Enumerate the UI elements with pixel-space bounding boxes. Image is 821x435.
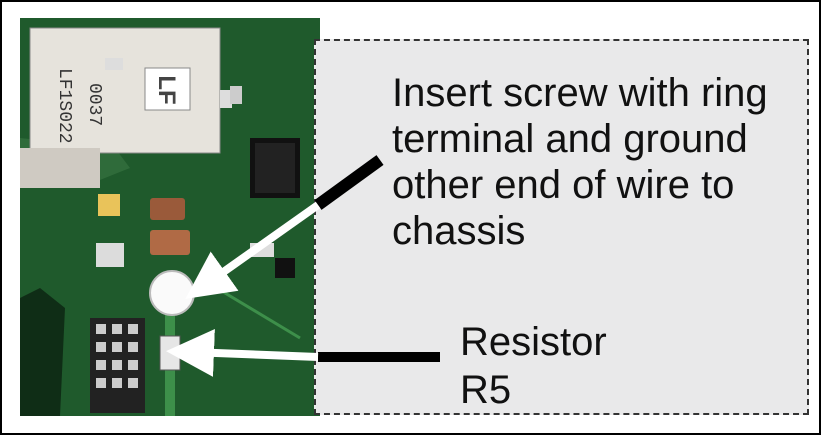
header-j5 (90, 318, 145, 413)
instruction-text: Insert screw with ring terminal and grou… (392, 71, 768, 253)
mounting-hole-icon (149, 270, 195, 316)
capacitor (150, 198, 185, 220)
pcb-illustration: LF1S022 0037 LF (20, 18, 320, 416)
brand-logo-icon (144, 67, 191, 111)
module-marking-2: 0037 (84, 83, 104, 126)
module-marking: LF1S022 (54, 68, 74, 144)
resistor-label: Resistor R5 (460, 320, 607, 412)
capacitor-2 (150, 230, 190, 255)
pcb-photo: LF1S022 0037 LF (20, 18, 320, 416)
resistor-r5 (159, 335, 181, 371)
led-2 (96, 243, 124, 267)
led (98, 194, 120, 216)
svg-text:LF: LF (153, 75, 180, 104)
